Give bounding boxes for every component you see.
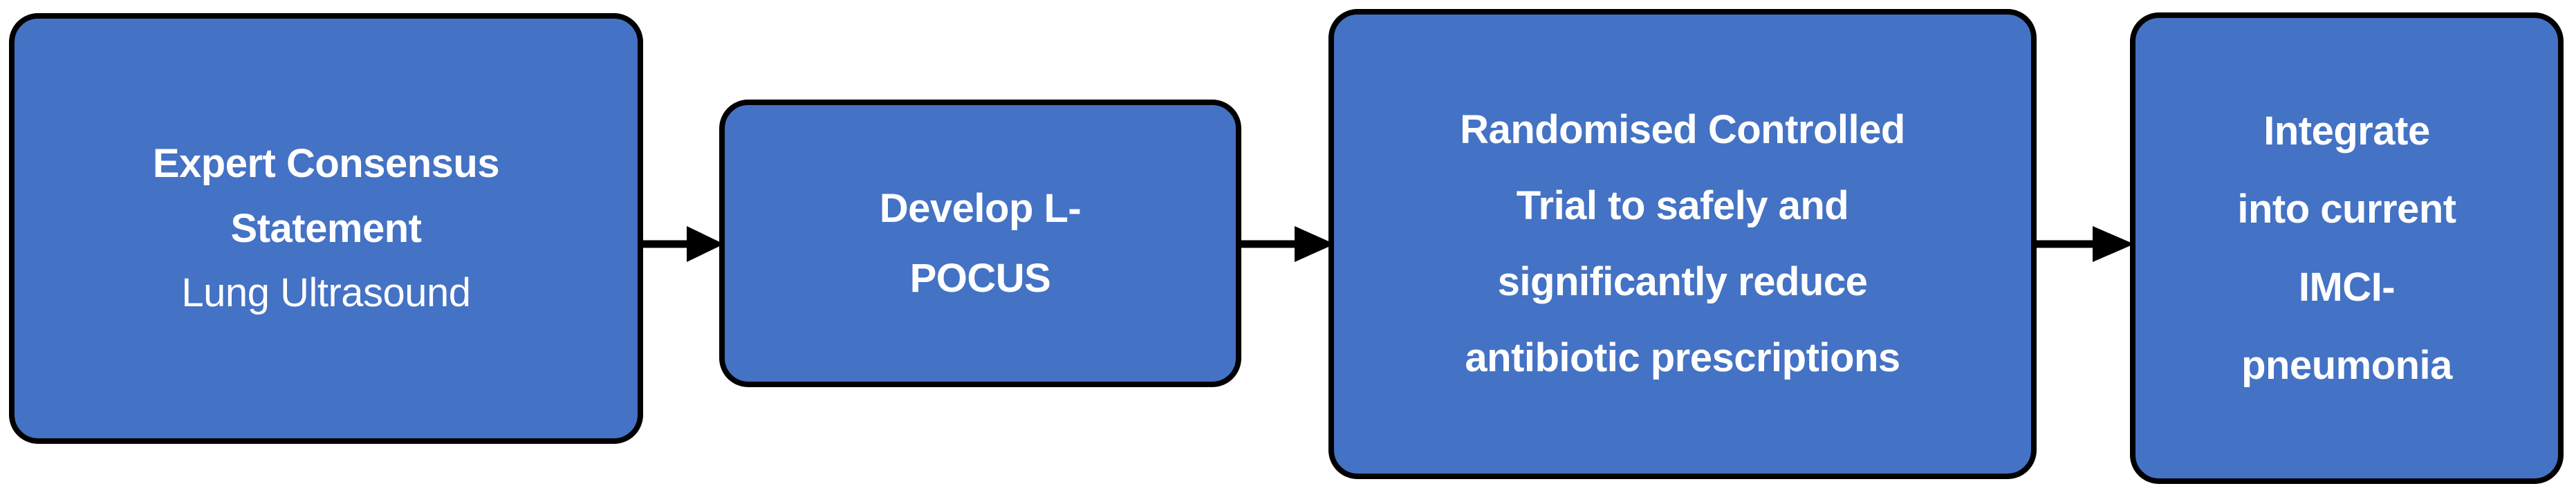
arrow-right-icon	[640, 226, 724, 262]
flow-node-line: Trial to safely and	[1516, 183, 1849, 228]
flow-node-randomised-controlled-trial[interactable]: Randomised Controlled Trial to safely an…	[1328, 9, 2037, 479]
flow-node-line: IMCI-	[2298, 265, 2396, 310]
flow-node-line: Integrate	[2263, 108, 2430, 153]
flow-node-line: Randomised Controlled	[1460, 106, 1905, 152]
flow-node-line: significantly reduce	[1497, 259, 1868, 304]
flow-node-line: Expert Consensus	[152, 140, 500, 186]
flow-node-line: POCUS	[909, 256, 1051, 301]
flow-node-develop-l-pocus[interactable]: Develop L- POCUS	[719, 100, 1241, 387]
flow-node-line: Develop L-	[879, 185, 1082, 231]
flow-node-line: pneumonia	[2241, 343, 2452, 389]
flow-node-line: Statement	[230, 205, 422, 251]
flow-node-line: Lung Ultrasound	[181, 270, 471, 316]
arrow-right-icon	[2033, 226, 2134, 262]
flow-node-expert-consensus-statement[interactable]: Expert Consensus Statement Lung Ultrasou…	[9, 13, 643, 444]
flow-node-line: antibiotic prescriptions	[1465, 335, 1900, 381]
flow-node-line: into current	[2237, 186, 2456, 232]
arrow-right-icon	[1238, 226, 1335, 262]
flow-node-integrate-into-imci[interactable]: Integrate into current IMCI- pneumonia	[2130, 12, 2564, 484]
